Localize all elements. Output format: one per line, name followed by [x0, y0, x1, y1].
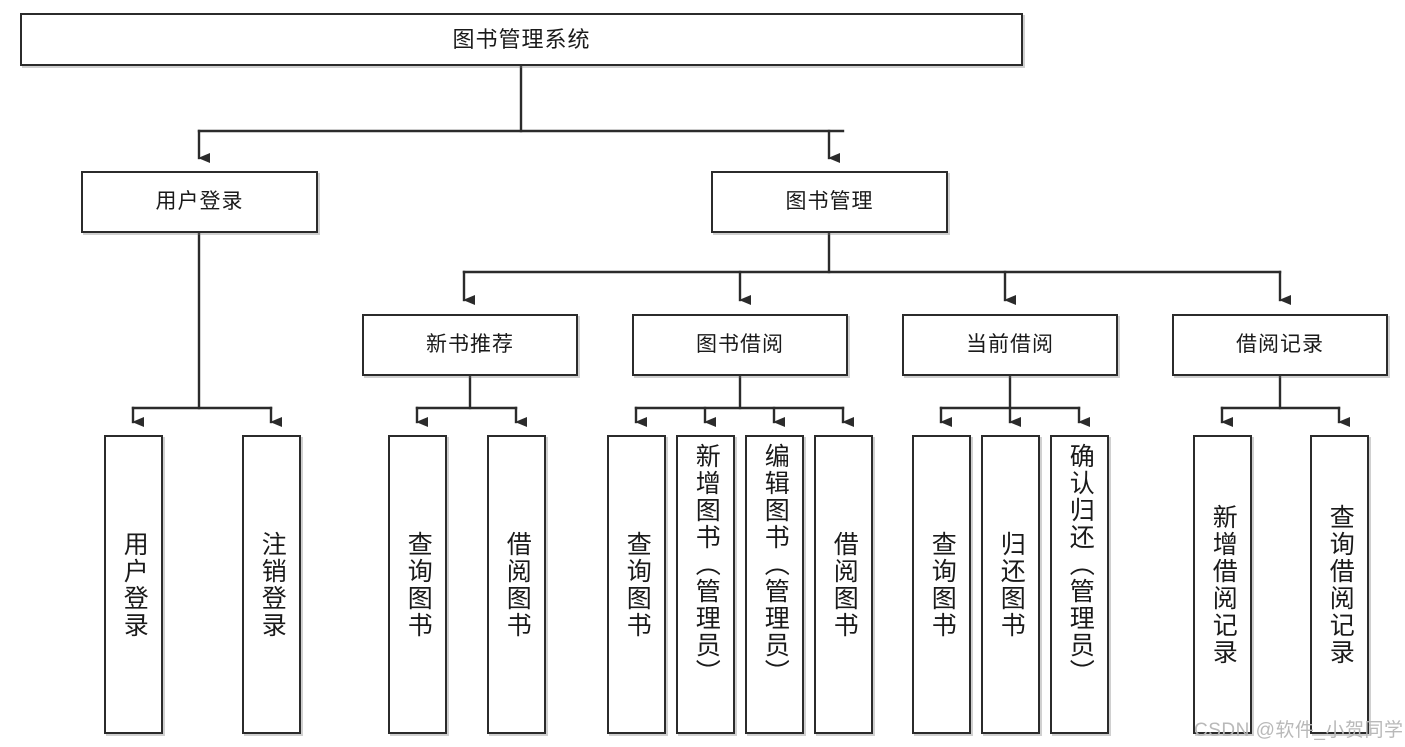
node-user-login[interactable]: 用户登录	[81, 171, 318, 233]
leaf-add-book-label: 新增图书（管理员）	[692, 443, 721, 686]
node-borrow-record-label: 借阅记录	[1236, 332, 1324, 356]
leaf-add-record-label: 新增借阅记录	[1209, 503, 1238, 666]
leaf-query-book-2-label: 查询图书	[623, 530, 652, 639]
leaf-query-book-3[interactable]: 查询图书	[912, 435, 971, 734]
node-book-borrow[interactable]: 图书借阅	[632, 314, 848, 376]
node-book-manage[interactable]: 图书管理	[711, 171, 948, 233]
leaf-borrow-book-1-label: 借阅图书	[503, 530, 532, 639]
leaf-query-book-1-label: 查询图书	[404, 530, 433, 639]
node-book-manage-label: 图书管理	[785, 189, 874, 213]
node-user-login-label: 用户登录	[155, 189, 244, 213]
csdn-watermark: CSDN @软件_小贺同学	[1194, 720, 1404, 741]
node-book-borrow-label: 图书借阅	[696, 332, 784, 356]
leaf-user-logout[interactable]: 注销登录	[242, 435, 301, 734]
leaf-return-book[interactable]: 归还图书	[981, 435, 1040, 734]
leaf-edit-book-label: 编辑图书（管理员）	[761, 443, 790, 686]
node-new-book-recommend-label: 新书推荐	[426, 332, 514, 356]
leaf-confirm-return[interactable]: 确认归还（管理员）	[1050, 435, 1109, 734]
leaf-borrow-book-2[interactable]: 借阅图书	[814, 435, 873, 734]
leaf-borrow-book-2-label: 借阅图书	[830, 530, 859, 639]
leaf-query-record-label: 查询借阅记录	[1326, 503, 1355, 666]
leaf-borrow-book-1[interactable]: 借阅图书	[487, 435, 546, 734]
node-borrow-record[interactable]: 借阅记录	[1172, 314, 1388, 376]
leaf-user-login[interactable]: 用户登录	[104, 435, 163, 734]
leaf-add-book[interactable]: 新增图书（管理员）	[676, 435, 735, 734]
leaf-query-book-1[interactable]: 查询图书	[388, 435, 447, 734]
node-current-borrow-label: 当前借阅	[966, 332, 1054, 356]
leaf-add-record[interactable]: 新增借阅记录	[1193, 435, 1252, 734]
node-root-label: 图书管理系统	[452, 26, 591, 52]
node-root[interactable]: 图书管理系统	[20, 13, 1023, 66]
leaf-return-book-label: 归还图书	[997, 530, 1026, 639]
node-current-borrow[interactable]: 当前借阅	[902, 314, 1118, 376]
leaf-query-record[interactable]: 查询借阅记录	[1310, 435, 1369, 734]
node-new-book-recommend[interactable]: 新书推荐	[362, 314, 578, 376]
leaf-edit-book[interactable]: 编辑图书（管理员）	[745, 435, 804, 734]
leaf-query-book-2[interactable]: 查询图书	[607, 435, 666, 734]
leaf-user-login-label: 用户登录	[120, 530, 149, 639]
leaf-query-book-3-label: 查询图书	[928, 530, 957, 639]
leaf-confirm-return-label: 确认归还（管理员）	[1066, 443, 1095, 686]
leaf-user-logout-label: 注销登录	[258, 530, 287, 639]
